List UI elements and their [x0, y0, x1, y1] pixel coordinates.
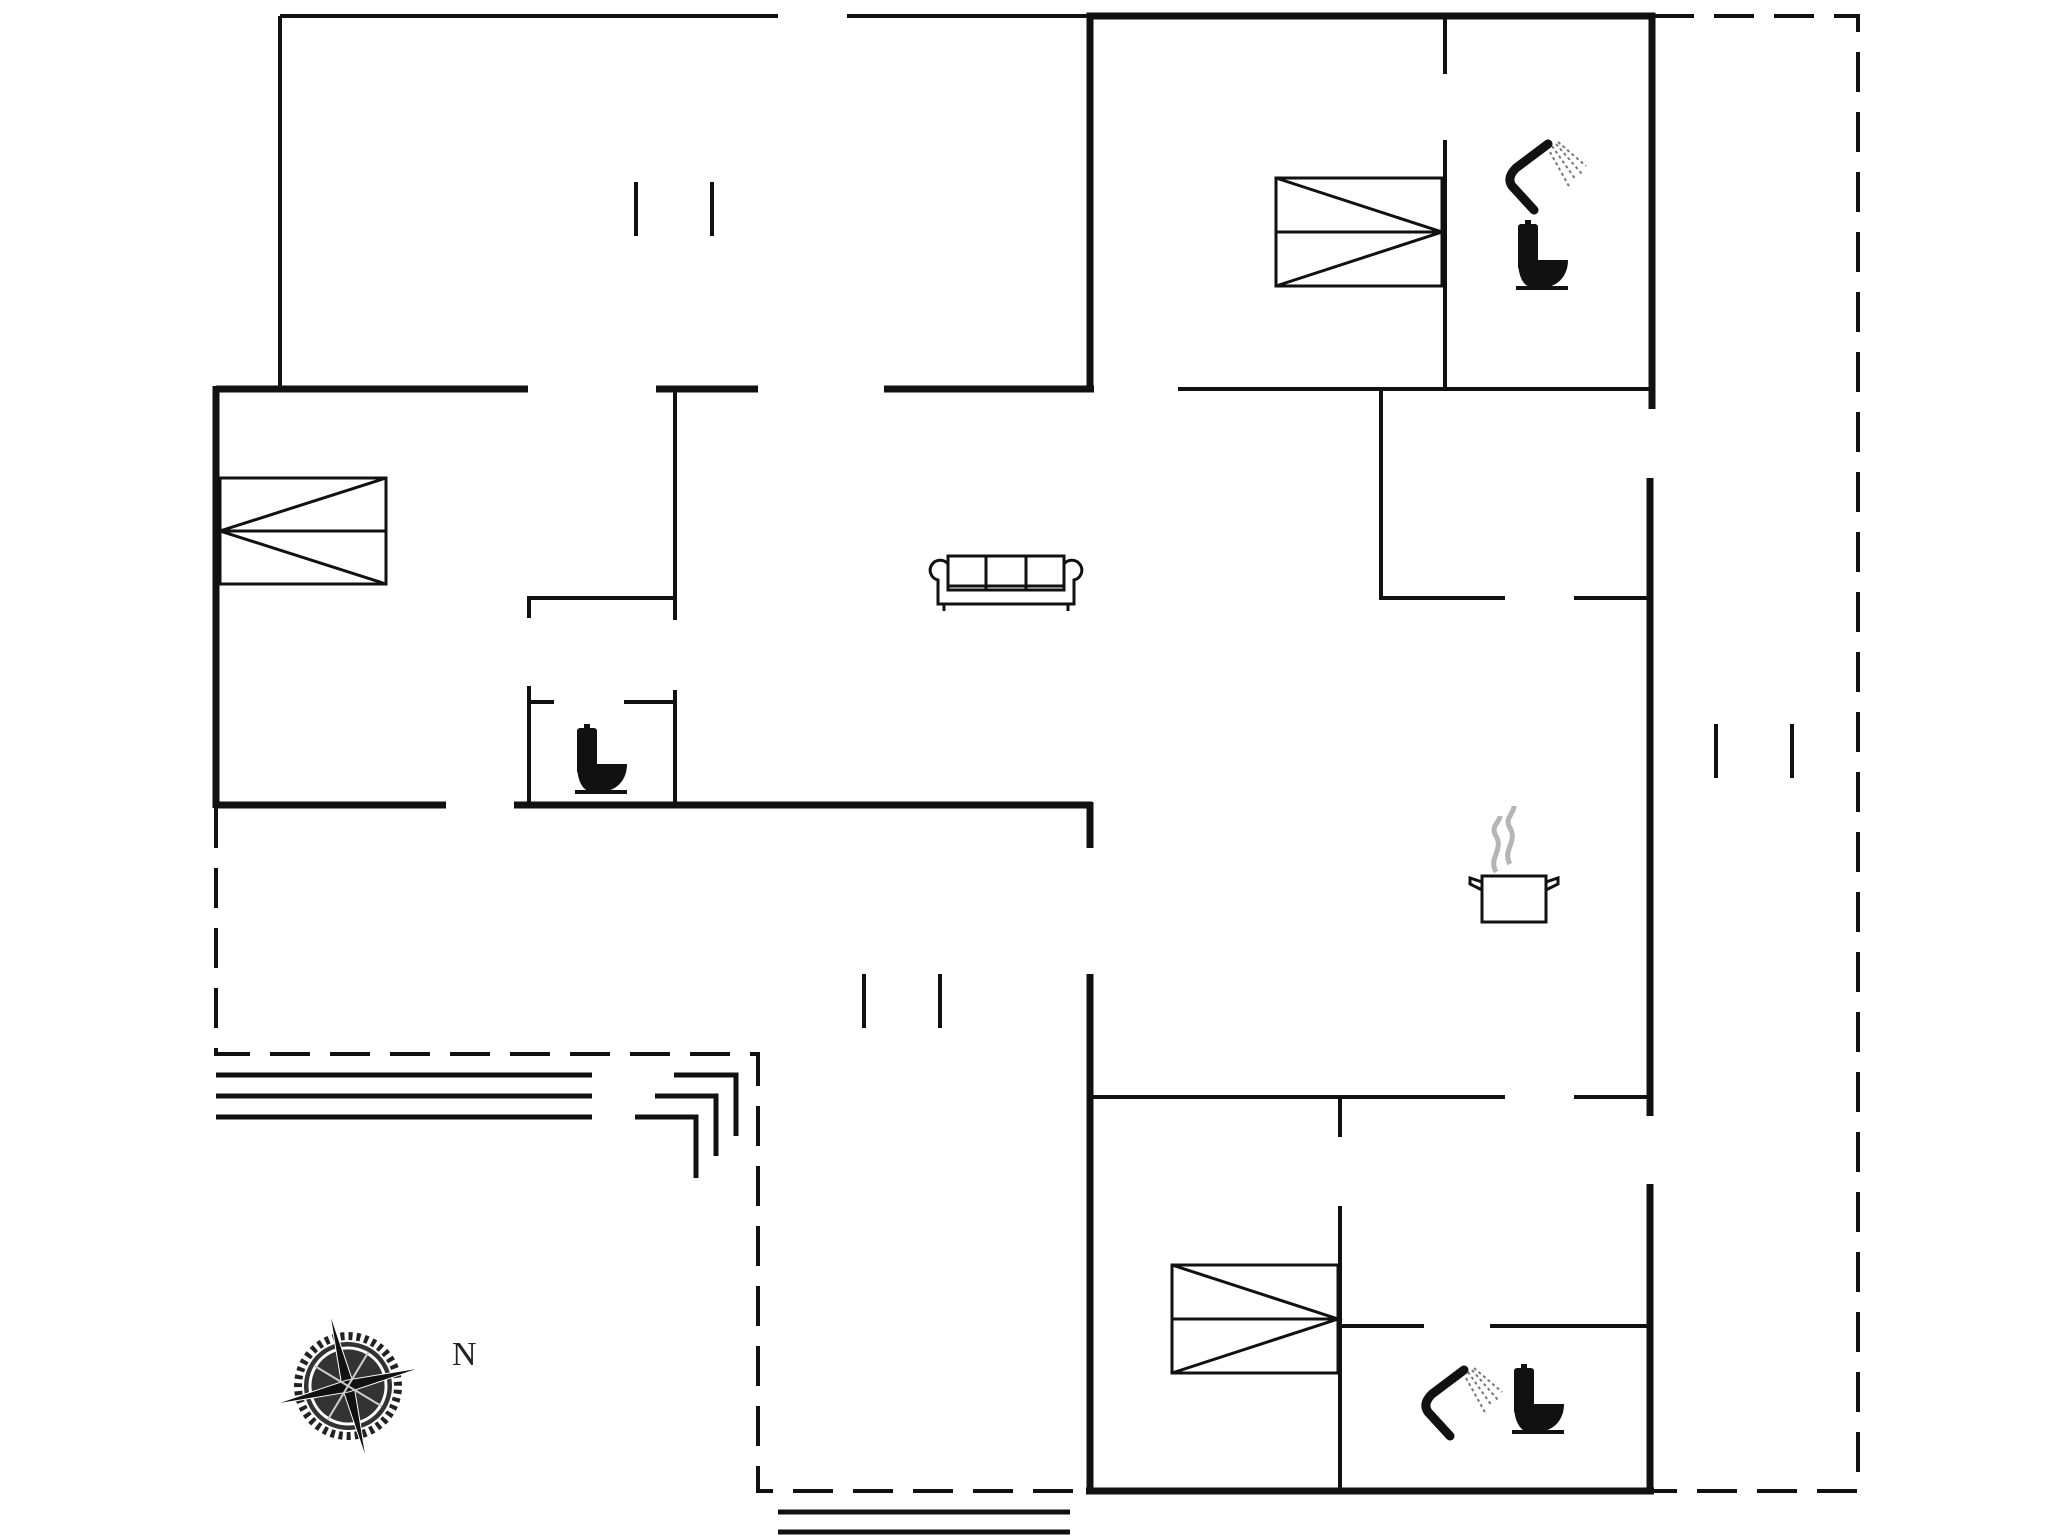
cooking-pot-icon	[1468, 805, 1560, 924]
window-icon	[862, 724, 1794, 1028]
bed-icon	[1274, 176, 1447, 288]
bed-icon	[1170, 1263, 1343, 1375]
toilet-icon	[1516, 220, 1568, 290]
compass-rose-icon	[274, 1312, 422, 1460]
shower-icon	[1505, 139, 1587, 215]
terrace-outline	[214, 14, 1860, 1493]
window-icon	[634, 182, 714, 236]
steps-icon	[216, 1072, 1070, 1535]
bed-icon	[215, 476, 388, 586]
room-top	[278, 14, 1090, 389]
exterior-walls	[212, 12, 1656, 1495]
toilet-icon	[1512, 1364, 1564, 1434]
compass-north-label: N	[452, 1336, 477, 1373]
toilet-icon	[575, 724, 627, 794]
sofa-icon	[928, 554, 1084, 611]
interior-walls	[527, 16, 1650, 1491]
shower-icon	[1421, 1365, 1503, 1441]
